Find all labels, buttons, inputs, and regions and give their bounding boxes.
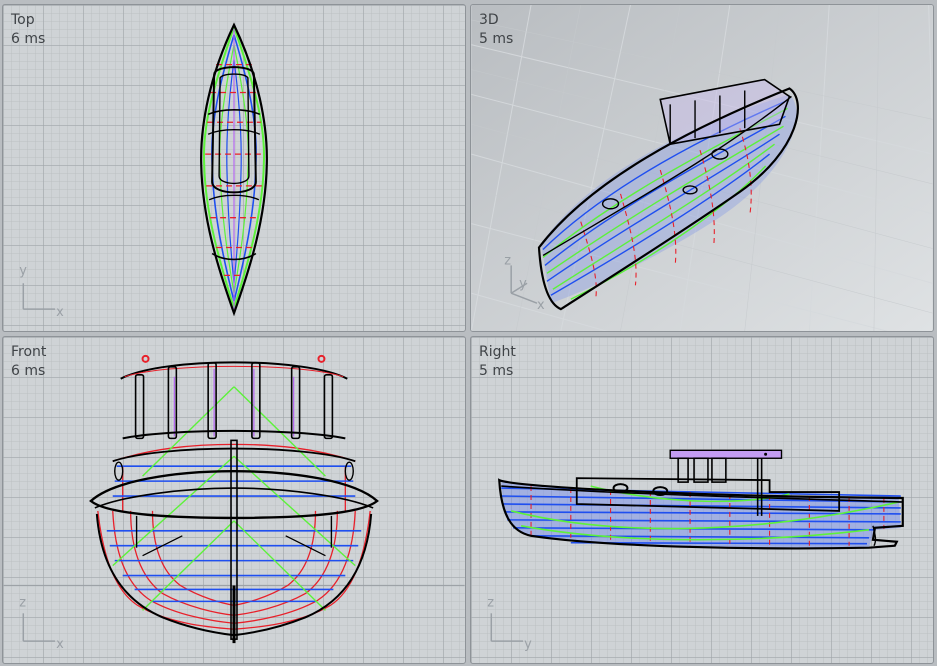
boat-plan-view: y x bbox=[19, 22, 268, 320]
render-time-perspective: 5 ms bbox=[479, 31, 514, 47]
axis-label-z: z bbox=[504, 253, 511, 268]
axis-label-y: y bbox=[19, 263, 27, 278]
viewport-right[interactable]: Right 5 ms bbox=[470, 336, 934, 664]
viewport-title-perspective[interactable]: 3D bbox=[479, 12, 499, 28]
axis-label-y: y bbox=[524, 637, 532, 652]
boat-front-view: z x bbox=[3, 354, 465, 652]
boat-side-view: z y bbox=[487, 449, 904, 652]
axis-label-z: z bbox=[487, 595, 494, 610]
viewport-perspective[interactable]: z y x 3D 5 ms bbox=[470, 4, 934, 332]
render-time-front: 6 ms bbox=[11, 363, 46, 379]
axis-label-z: z bbox=[19, 595, 26, 610]
boat-perspective-view: z y x bbox=[471, 5, 933, 331]
axis-label-x: x bbox=[537, 298, 545, 313]
axis-indicator-right bbox=[490, 613, 524, 642]
viewport-top[interactable]: Top 6 ms bbox=[2, 4, 466, 332]
axis-label-y: y bbox=[519, 276, 527, 291]
axis-indicator-3d bbox=[510, 265, 538, 304]
viewport-front[interactable]: Front 6 ms bbox=[2, 336, 466, 664]
viewport-title-front[interactable]: Front bbox=[11, 344, 47, 360]
axis-indicator-front bbox=[22, 613, 56, 642]
render-time-right: 5 ms bbox=[479, 363, 514, 379]
axis-label-x: x bbox=[56, 305, 64, 320]
viewport-title-top[interactable]: Top bbox=[11, 12, 35, 28]
viewport-title-right[interactable]: Right bbox=[479, 344, 516, 360]
axis-label-x: x bbox=[56, 637, 64, 652]
render-time-top: 6 ms bbox=[11, 31, 46, 47]
axis-indicator-top bbox=[22, 283, 56, 310]
